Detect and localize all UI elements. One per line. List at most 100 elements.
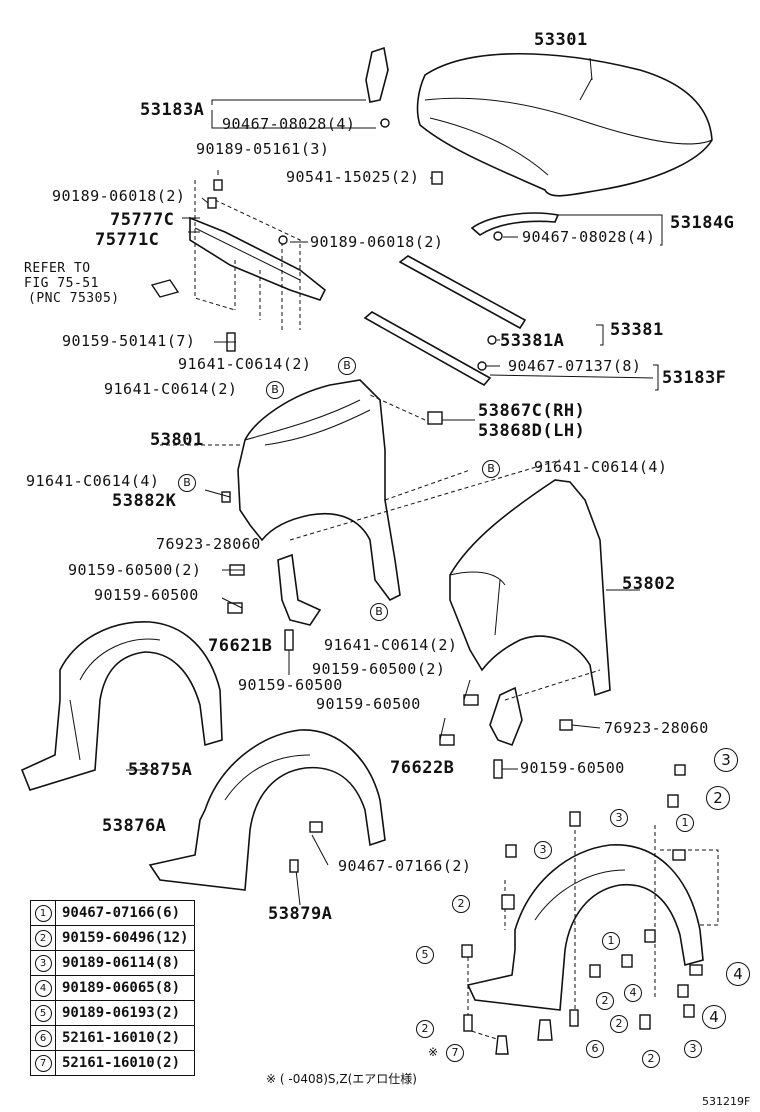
callout-4: 4 (726, 962, 750, 986)
emblem-drawing (150, 279, 180, 298)
part-label-bolt-g: 90159-60500 (520, 759, 625, 777)
legend-key: 2 (34, 930, 52, 947)
marker-b: B (266, 381, 284, 399)
callout-3: 3 (684, 1040, 702, 1058)
fender-left-drawing (160, 379, 401, 602)
part-label-clip-b: 90467-08028(4) (522, 228, 656, 246)
marker-b: B (482, 460, 500, 478)
callout-3: 3 (714, 748, 738, 772)
liner-aero-drawing (466, 844, 704, 1011)
legend-key: 6 (34, 1030, 52, 1047)
callout-3: 3 (610, 809, 628, 827)
legend-key: 4 (34, 980, 52, 997)
part-label-clip-c: 90467-07137(8) (508, 357, 642, 375)
part-label-mudguard-right: 76622B (390, 758, 455, 778)
strip-b-drawing (363, 311, 492, 387)
hood-drawing (416, 52, 713, 197)
marker-b: B (178, 474, 196, 492)
part-label-screw-c: 90189-06018(2) (310, 233, 444, 251)
part-label-mudguard-left: 76621B (208, 636, 273, 656)
part-label-hood: 53301 (534, 30, 588, 50)
strip-a-drawing (398, 255, 527, 330)
part-label-bolt-c: 90159-60500 (94, 586, 199, 604)
callout-2: 2 (610, 1015, 628, 1033)
mudguard-right-drawing (489, 686, 523, 747)
part-label-bolt-a: 90159-50141(7) (62, 332, 196, 350)
part-label-bracket-left: 53183A (140, 100, 205, 120)
part-label-strip-b: 53381 (610, 320, 664, 340)
legend-key: 1 (34, 905, 52, 922)
mudguard-left-drawing (277, 553, 322, 626)
part-label-insul-lh: 53868D(LH) (478, 421, 586, 441)
part-label-seal: 53184G (670, 213, 735, 233)
legend-part: 52161-16010(2) (54, 1050, 196, 1076)
legend-key: 7 (34, 1055, 52, 1072)
marker-b: B (338, 357, 356, 375)
part-label-bolt-e: 90159-60500 (238, 676, 343, 694)
legend-part: 90189-06065(8) (54, 975, 196, 1001)
footnote: ※ ( -0408)S,Z(エアロ仕様) (266, 1072, 417, 1086)
callout-2: 2 (596, 992, 614, 1010)
fender-right-drawing (449, 479, 611, 697)
part-label-liner-c: 53879A (268, 904, 333, 924)
part-label-clip-a: 90467-08028(4) (222, 115, 356, 133)
callout-2: 2 (452, 895, 470, 913)
refer-text-1: REFER TO (24, 261, 91, 276)
part-label-fender-right: 53802 (622, 574, 676, 594)
part-label-bracket-right: 53183F (662, 368, 727, 388)
part-label-grille-upper: 75777C (110, 210, 175, 230)
callout-2: 2 (416, 1020, 434, 1038)
callout-1: 1 (602, 932, 620, 950)
part-label-liner-b: 53876A (102, 816, 167, 836)
part-label-screw-h: 91641-C0614(2) (324, 636, 458, 654)
part-label-grille-lower: 75771C (95, 230, 160, 250)
part-label-cushion: 90541-15025(2) (286, 168, 420, 186)
marker-b: B (370, 603, 388, 621)
legend-part: 90159-60496(12) (54, 925, 196, 951)
callout-1: 1 (676, 814, 694, 832)
refer-text-2: FIG 75-51 (24, 276, 99, 291)
part-label-screw-f: 91641-C0614(4) (26, 472, 160, 490)
part-label-screw-d: 91641-C0614(2) (178, 355, 312, 373)
callout-6: 6 (586, 1040, 604, 1058)
part-label-screw-g: 91641-C0614(4) (534, 458, 668, 476)
seal-drawing (470, 212, 560, 237)
legend-part: 90189-06114(8) (54, 950, 196, 976)
part-label-bolt-b: 90159-60500(2) (68, 561, 202, 579)
part-label-clip-f: 90467-07166(2) (338, 857, 472, 875)
part-label-screw-e: 91641-C0614(2) (104, 380, 238, 398)
callout-2: 2 (642, 1050, 660, 1068)
part-label-clip-e: 76923-28060 (604, 719, 709, 737)
part-label-bolt-f: 90159-60500 (316, 695, 421, 713)
callout-2: 2 (706, 786, 730, 810)
part-label-fender-left: 53801 (150, 430, 204, 450)
note-mark: ※ (428, 1045, 439, 1059)
part-label-screw-a: 90189-05161(3) (196, 140, 330, 158)
callout-7: 7 (446, 1044, 464, 1062)
part-label-bolt-d: 90159-60500(2) (312, 660, 446, 678)
part-label-pad: 53882K (112, 491, 177, 511)
bracket-left-drawing (365, 46, 389, 103)
part-label-screw-b: 90189-06018(2) (52, 187, 186, 205)
callout-5: 5 (416, 946, 434, 964)
callout-3: 3 (534, 841, 552, 859)
legend-key: 3 (34, 955, 52, 972)
grille-drawing (182, 180, 327, 330)
liner-b-drawing (148, 729, 386, 891)
part-label-liner-a: 53875A (128, 760, 193, 780)
callout-4: 4 (702, 1005, 726, 1029)
part-label-clip-d: 76923-28060 (156, 535, 261, 553)
part-label-insul-rh: 53867C(RH) (478, 401, 586, 421)
callout-4: 4 (624, 984, 642, 1002)
liner-a-drawing (20, 621, 223, 791)
legend-part: 90467-07166(6) (54, 900, 196, 926)
legend-part: 52161-16010(2) (54, 1025, 196, 1051)
legend-key: 5 (34, 1005, 52, 1022)
